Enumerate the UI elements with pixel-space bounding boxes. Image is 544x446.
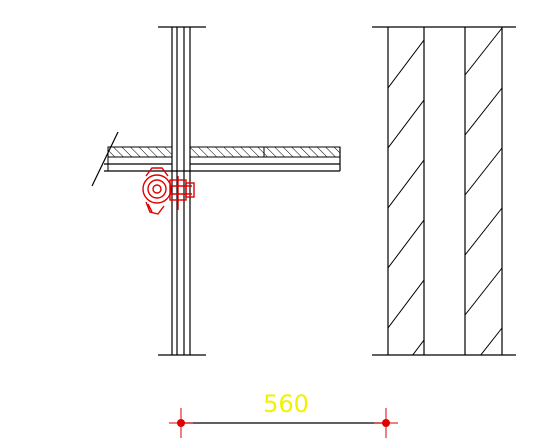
clamp-bolt xyxy=(152,184,162,194)
clamp-ring-inner xyxy=(147,179,167,199)
crosshair-marker-icon xyxy=(169,408,193,438)
clamp-bottom-jaw xyxy=(145,201,165,215)
hatch-column-right xyxy=(465,27,502,355)
dimension-label: 560 xyxy=(263,390,309,418)
clamp-top-jaw xyxy=(145,167,169,177)
board-segment-left xyxy=(107,146,173,158)
clamp-ring-outer xyxy=(142,174,172,204)
clamp-nut xyxy=(185,182,195,198)
hatch-column-left xyxy=(388,39,424,355)
board-segment-right xyxy=(263,146,341,158)
vertical-standard-left xyxy=(158,26,206,356)
scaffold-board xyxy=(91,131,341,187)
dimension-560: 560 xyxy=(169,390,398,438)
coupler-clamp-icon xyxy=(142,167,195,215)
board-segment-middle xyxy=(189,146,265,158)
clamp-hinge xyxy=(147,203,153,213)
break-line xyxy=(91,131,119,187)
crosshair-marker-icon xyxy=(374,408,398,438)
section-view-right xyxy=(372,26,516,356)
